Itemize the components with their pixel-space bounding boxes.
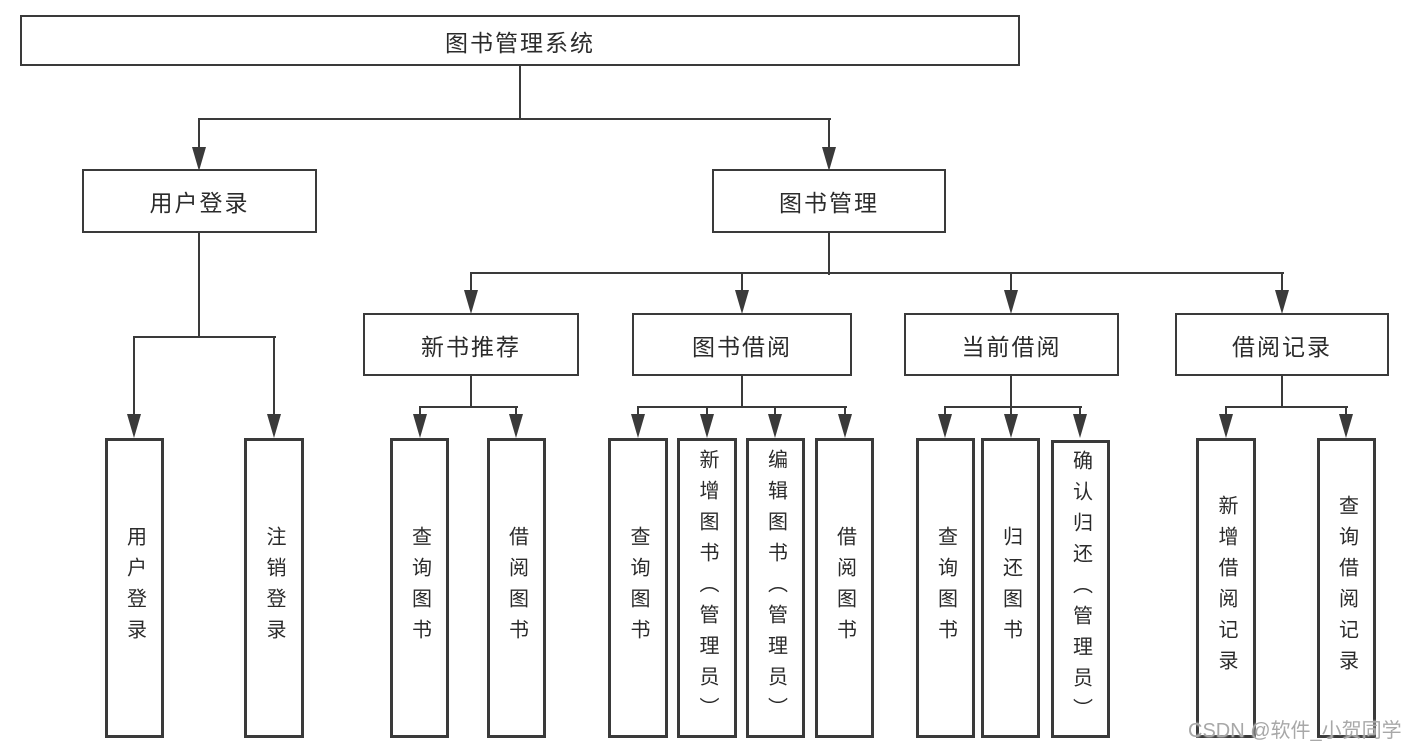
connector-bookmgmt-stem [828, 233, 830, 275]
connector-bookborrow-drop-3 [774, 406, 776, 416]
node-book-borrow-label: 图书借阅 [692, 333, 792, 360]
node-new-books: 新书推荐 [363, 313, 579, 376]
connector-root-stem [519, 66, 521, 120]
connector-currentborrow-hline [944, 406, 1082, 408]
leaf-newbooks-borrow: 借阅图书 [487, 438, 546, 738]
connector-root-drop-right [828, 118, 830, 149]
arrowhead-borrow-records [1275, 290, 1289, 314]
connector-currentborrow-stem [1010, 376, 1012, 408]
leaf-current-query: 查询图书 [916, 438, 975, 738]
connector-bookmgmt-drop-2 [741, 272, 743, 292]
arrowhead-newbooks-leaf-1 [413, 414, 427, 438]
connector-bookborrow-drop-2 [706, 406, 708, 416]
arrowhead-currentborrow-leaf-1 [938, 414, 952, 438]
connector-records-drop-2 [1345, 406, 1347, 416]
connector-bookmgmt-hline [470, 272, 1284, 274]
arrowhead-records-leaf-2 [1339, 414, 1353, 438]
leaf-records-add: 新增借阅记录 [1196, 438, 1256, 738]
connector-records-drop-1 [1225, 406, 1227, 416]
leaf-newbooks-query-label: 查询图书 [408, 526, 431, 650]
connector-currentborrow-drop-3 [1079, 406, 1081, 416]
node-library-system: 图书管理系统 [20, 15, 1020, 66]
leaf-newbooks-borrow-label: 借阅图书 [505, 526, 528, 650]
connector-newbooks-drop-1 [419, 406, 421, 416]
connector-userlogin-stem [198, 233, 200, 338]
csdn-watermark: CSDN @软件_小贺同学 [1188, 720, 1402, 742]
connector-currentborrow-drop-1 [944, 406, 946, 416]
leaf-user-login-label: 用户登录 [123, 526, 146, 650]
arrowhead-current-borrow [1004, 290, 1018, 314]
node-user-login-label: 用户登录 [149, 190, 250, 216]
connector-bookmgmt-drop-3 [1010, 272, 1012, 292]
node-book-mgmt: 图书管理 [712, 169, 946, 233]
connector-bookborrow-stem [741, 376, 743, 408]
leaf-current-return-label: 归还图书 [999, 526, 1022, 650]
leaf-records-add-label: 新增借阅记录 [1215, 495, 1237, 681]
node-library-system-label: 图书管理系统 [445, 29, 595, 56]
arrowhead-bookborrow-leaf-3 [768, 414, 782, 438]
connector-newbooks-drop-2 [515, 406, 517, 416]
arrowhead-login-leaf [127, 414, 141, 438]
connector-bookborrow-drop-1 [637, 406, 639, 416]
node-user-login: 用户登录 [82, 169, 317, 233]
leaf-current-return: 归还图书 [981, 438, 1040, 738]
connector-userlogin-drop-1 [133, 336, 135, 416]
connector-root-hline [198, 118, 831, 120]
leaf-current-confirm-admin-label: 确认归还（管理员） [1069, 449, 1092, 729]
node-new-books-label: 新书推荐 [421, 333, 521, 360]
arrowhead-bookborrow-leaf-1 [631, 414, 645, 438]
arrowhead-records-leaf-1 [1219, 414, 1233, 438]
arrowhead-newbooks-leaf-2 [509, 414, 523, 438]
arrowhead-book-mgmt [822, 147, 836, 171]
arrowhead-bookborrow-leaf-2 [700, 414, 714, 438]
arrowhead-user-login [192, 147, 206, 171]
arrowhead-logout-leaf [267, 414, 281, 438]
connector-bookmgmt-drop-4 [1281, 272, 1283, 292]
node-current-borrow: 当前借阅 [904, 313, 1119, 376]
connector-records-hline [1225, 406, 1348, 408]
connector-userlogin-hline [133, 336, 276, 338]
connector-root-drop-left [198, 118, 200, 149]
arrowhead-book-borrow [735, 290, 749, 314]
connector-userlogin-drop-2 [273, 336, 275, 416]
node-book-mgmt-label: 图书管理 [779, 190, 879, 216]
leaf-borrow-add-admin: 新增图书（管理员） [677, 438, 737, 738]
connector-bookborrow-hline [637, 406, 847, 408]
connector-bookborrow-drop-4 [844, 406, 846, 416]
arrowhead-new-books [464, 290, 478, 314]
leaf-records-query: 查询借阅记录 [1317, 438, 1376, 738]
connector-newbooks-stem [470, 376, 472, 408]
connector-records-stem [1281, 376, 1283, 408]
arrowhead-bookborrow-leaf-4 [838, 414, 852, 438]
leaf-user-login: 用户登录 [105, 438, 164, 738]
leaf-borrow-edit-admin-label: 编辑图书（管理员） [764, 448, 787, 728]
leaf-borrow-book: 借阅图书 [815, 438, 874, 738]
leaf-borrow-add-admin-label: 新增图书（管理员） [696, 448, 718, 728]
node-current-borrow-label: 当前借阅 [961, 333, 1062, 360]
node-borrow-records: 借阅记录 [1175, 313, 1389, 376]
node-book-borrow: 图书借阅 [632, 313, 852, 376]
leaf-borrow-book-label: 借阅图书 [833, 526, 856, 650]
connector-bookmgmt-drop-1 [470, 272, 472, 292]
node-borrow-records-label: 借阅记录 [1232, 333, 1332, 360]
connector-currentborrow-drop-2 [1010, 406, 1012, 416]
leaf-current-confirm-admin: 确认归还（管理员） [1051, 440, 1110, 738]
leaf-logout: 注销登录 [244, 438, 304, 738]
arrowhead-currentborrow-leaf-3 [1073, 414, 1087, 438]
leaf-current-query-label: 查询图书 [934, 526, 957, 650]
leaf-records-query-label: 查询借阅记录 [1335, 495, 1358, 681]
leaf-newbooks-query: 查询图书 [390, 438, 449, 738]
leaf-borrow-query: 查询图书 [608, 438, 668, 738]
connector-newbooks-hline [419, 406, 518, 408]
leaf-logout-label: 注销登录 [263, 526, 285, 650]
leaf-borrow-edit-admin: 编辑图书（管理员） [746, 438, 805, 738]
leaf-borrow-query-label: 查询图书 [627, 526, 649, 650]
arrowhead-currentborrow-leaf-2 [1004, 414, 1018, 438]
